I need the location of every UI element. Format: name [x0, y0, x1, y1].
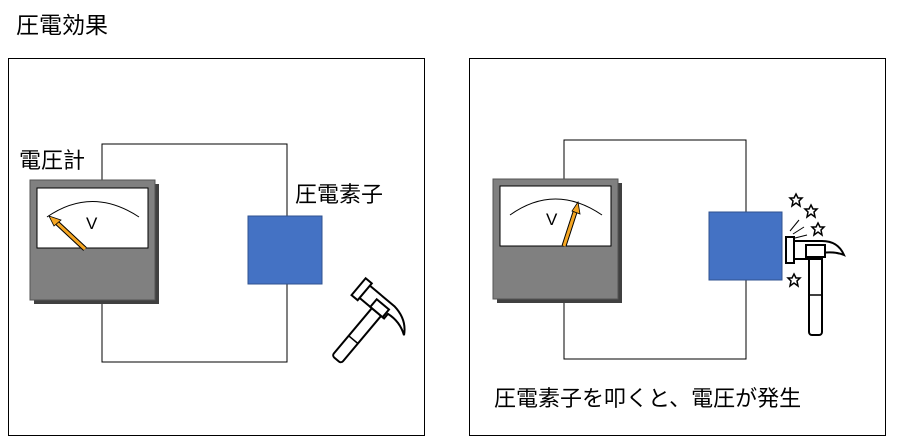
- panel-before: 電圧計 圧電素子 V: [8, 58, 425, 436]
- hammer-icon: [785, 236, 846, 336]
- impact-spark-icon: [786, 192, 826, 288]
- meter-unit: V: [86, 214, 98, 233]
- hammer-icon: [332, 276, 406, 364]
- piezo-element: [247, 215, 323, 285]
- meter-unit: V: [546, 210, 558, 229]
- meter-needle: [48, 215, 87, 251]
- piezo-element: [708, 211, 783, 281]
- caption: 圧電素子を叩くと、電圧が発生: [494, 387, 802, 412]
- circuit-diagram-after: V: [492, 139, 846, 360]
- piezo-element-label: 圧電素子: [295, 183, 384, 208]
- voltmeter: V: [29, 179, 159, 304]
- page-title: 圧電効果: [16, 13, 108, 39]
- panel-after: 圧電素子を叩くと、電圧が発生 V: [469, 58, 886, 436]
- voltmeter: V: [492, 178, 622, 303]
- meter-needle: [561, 200, 581, 247]
- voltmeter-label: 電圧計: [19, 149, 86, 174]
- circuit-diagram-before: V: [29, 143, 406, 364]
- impact-lines: [789, 219, 808, 239]
